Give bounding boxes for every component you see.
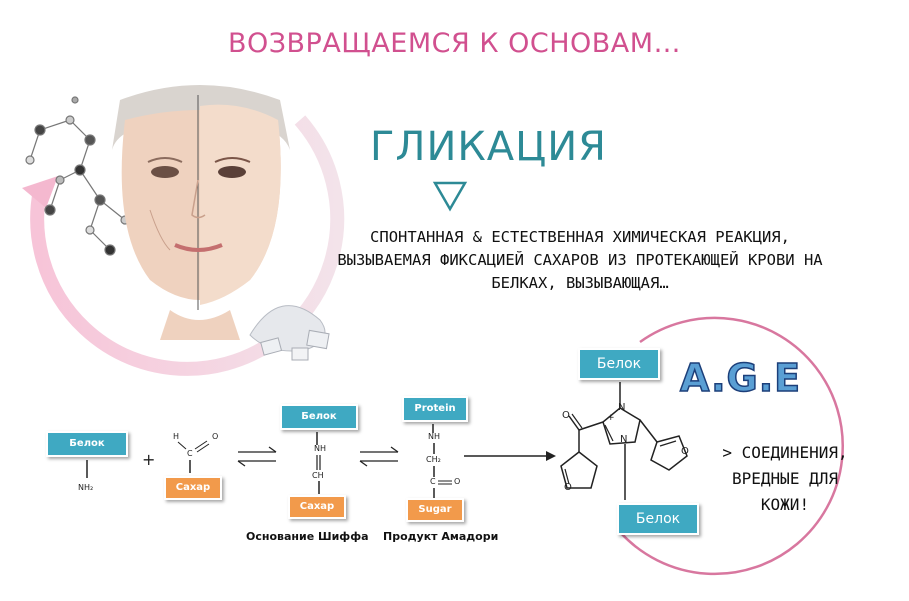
page-title: ВОЗВРАЩАЕМСЯ К ОСНОВАМ… (227, 28, 682, 59)
sugar-pile-icon (249, 305, 330, 361)
protein-box-top: Белок (578, 348, 660, 380)
description-line: БЕЛКАХ, ВЫЗЫВАЮЩАЯ… (491, 274, 669, 292)
harm-line: КОЖИ! (760, 495, 810, 514)
harmful-compounds-text: > СОЕДИНЕНИЯ, ВРЕДНЫЕ ДЛЯ КОЖИ! (700, 440, 870, 518)
double-bond (316, 455, 321, 470)
o-atom: O (564, 482, 572, 493)
molecule-icon (25, 96, 130, 256)
ch2-label: CH₂ (426, 455, 441, 464)
sugar-box: Сахар (288, 495, 346, 519)
description-text: СПОНТАННАЯ & ЕСТЕСТВЕННАЯ ХИМИЧЕСКАЯ РЕА… (300, 226, 860, 295)
equilibrium-arrows-icon (237, 446, 277, 467)
arrow-head-icon (22, 176, 58, 208)
aldehyde-bonds (177, 440, 210, 473)
face-image (112, 85, 290, 340)
c-atom: C (430, 477, 436, 486)
bond-line (433, 443, 435, 454)
protein-box-bottom: Белок (617, 503, 699, 535)
reaction-arrow-icon (464, 451, 556, 461)
bond-line (316, 432, 318, 445)
equilibrium-arrows-icon (359, 446, 399, 467)
nh-label: NH (428, 432, 440, 441)
plus-charge: + (607, 413, 615, 423)
nh-label: NH (314, 444, 326, 453)
circular-arrow-swoosh (30, 115, 345, 376)
double-bond (438, 480, 452, 485)
protein-box: Белок (46, 431, 128, 457)
bond-line (432, 424, 434, 433)
sugar-box: Sugar (406, 498, 464, 522)
glycation-heading: ГЛИКАЦИЯ (370, 124, 607, 170)
h-atom: H (173, 432, 180, 441)
nh2-label: NH₂ (78, 483, 94, 492)
age-circle (619, 316, 844, 576)
harm-line: ВРЕДНЫЕ ДЛЯ (732, 469, 838, 488)
schiff-base-caption: Основание Шиффа (246, 530, 369, 543)
amadori-caption: Продукт Амадори (383, 530, 499, 543)
age-label: A.G.E (679, 355, 802, 401)
n-atom: N (618, 402, 626, 413)
o-atom: O (681, 446, 689, 457)
bond-line (433, 466, 435, 477)
down-triangle-icon (432, 181, 468, 212)
harm-line: > СОЕДИНЕНИЯ, (722, 443, 848, 462)
bond-line (433, 488, 435, 499)
bond-line (318, 481, 320, 494)
description-line: СПОНТАННАЯ & ЕСТЕСТВЕННАЯ ХИМИЧЕСКАЯ РЕА… (370, 228, 790, 246)
n-atom: N (620, 434, 628, 445)
plus-sign: + (142, 450, 156, 469)
o-atom: O (454, 477, 461, 486)
o-atom: O (212, 432, 219, 441)
protein-box: Protein (402, 396, 468, 422)
o-atom: O (562, 410, 570, 421)
protein-box: Белок (280, 404, 358, 430)
ch-label: CH (312, 471, 324, 480)
face-illustration (22, 85, 345, 376)
sugar-box: Сахар (164, 476, 222, 500)
c-atom: C (187, 449, 193, 458)
bond-line (86, 460, 88, 478)
description-line: ВЫЗЫВАЕМАЯ ФИКСАЦИЕЙ САХАРОВ ИЗ ПРОТЕКАЮ… (337, 251, 823, 269)
age-molecule-structure (560, 382, 688, 500)
